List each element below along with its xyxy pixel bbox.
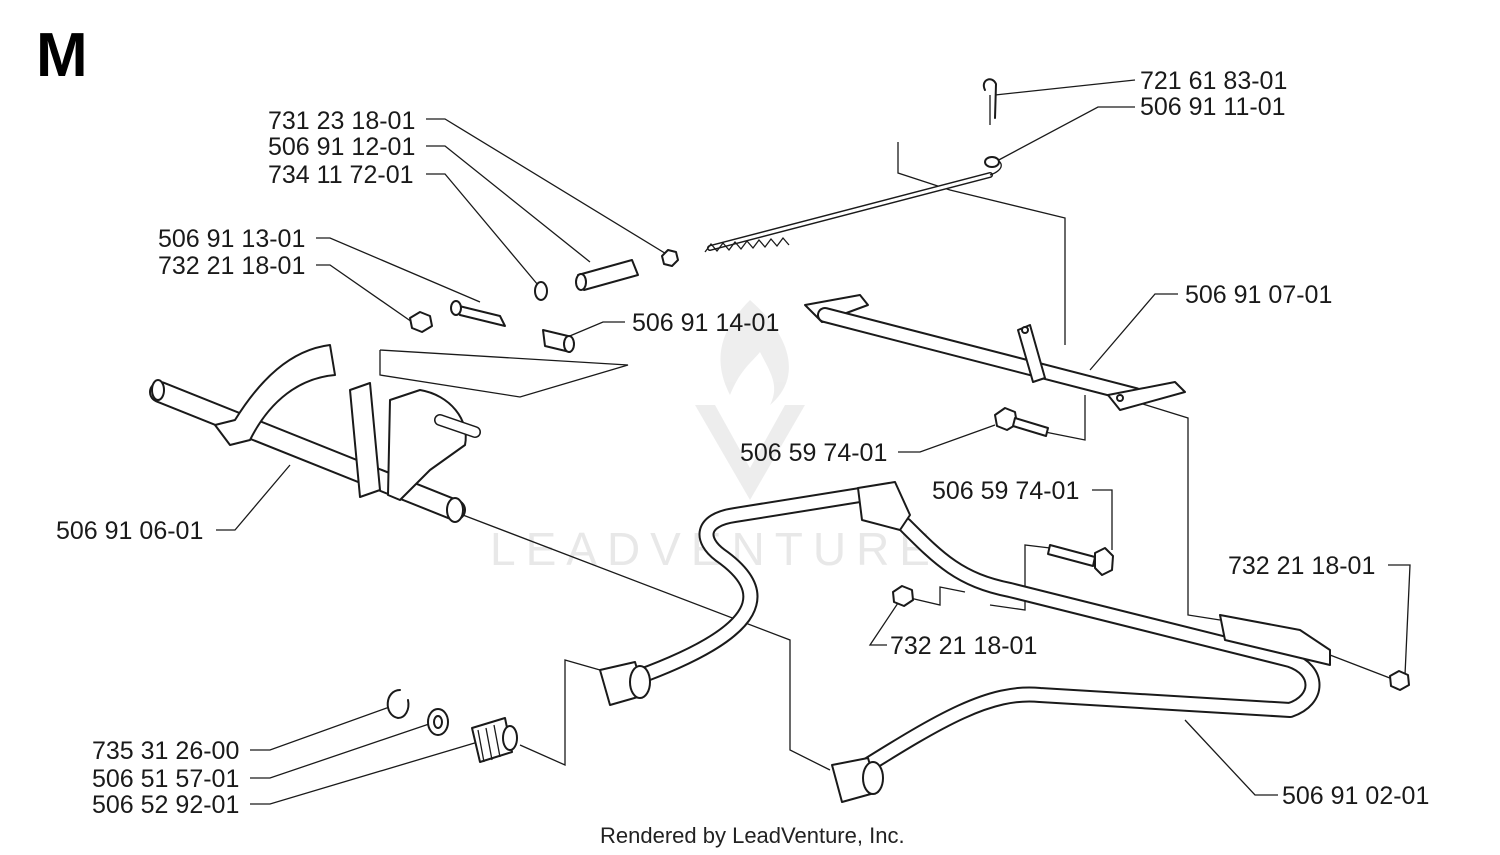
leader-506-91-11-01 [994,106,1135,163]
label-506-91-13-01: 506 91 13-01 [158,225,305,253]
lock-nut-right [1389,670,1410,691]
leader-506-52-92-01 [250,741,479,805]
label-506-52-92-01: 506 52 92-01 [92,791,239,819]
label-506-51-57-01: 506 51 57-01 [92,765,239,793]
label-506-91-12-01: 506 91 12-01 [268,133,415,161]
label-734-11-72-01: 734 11 72-01 [268,161,414,189]
watermark-v-icon [695,405,805,500]
leader-732-21-18-01-a [316,264,413,323]
leader-734-11-72-01 [426,173,539,286]
clevis-pin [450,300,506,327]
roller-left [599,661,651,706]
leader-506-91-13-01 [316,237,481,303]
assembly-line-nut-right [1329,654,1396,681]
shoulder-bolt-b [1047,544,1114,576]
leader-506-51-57-01 [250,721,436,779]
washer-large [427,708,449,736]
leader-lines [216,79,1411,805]
label-506-59-74-01-a: 506 59 74-01 [740,439,887,467]
label-506-59-74-01-b: 506 59 74-01 [932,477,1079,505]
washer-small [534,281,548,301]
leader-506-91-14-01 [564,321,625,339]
roller-right [831,757,884,803]
part-labels: 721 61 83-01 506 91 11-01 731 23 18-01 5… [56,67,1429,819]
pedal-shaft-left [149,344,481,523]
label-732-21-18-01-b: 732 21 18-01 [1228,552,1375,580]
leader-506-91-02-01 [1184,719,1278,796]
leader-506-59-74-01-a [898,424,996,453]
lock-nut-middle [892,585,914,607]
leader-506-91-06-01 [216,464,291,531]
leader-735-31-26-00 [250,704,396,751]
footer-credit: Rendered by LeadVenture, Inc. [600,823,905,848]
watermark-flame-icon [720,300,789,405]
sleeve [575,259,639,291]
spacer [542,329,575,353]
leader-731-23-18-01 [426,118,669,256]
assembly-line-nut-left [909,586,966,606]
label-721-61-83-01: 721 61 83-01 [1140,67,1287,95]
lock-nut-left [409,311,433,333]
threaded-bushing [471,717,518,763]
rod-nut [661,249,679,267]
label-506-91-07-01: 506 91 07-01 [1185,281,1332,309]
assembly-line-bushing [519,659,601,767]
assembly-line-top-rod [897,142,1066,345]
retaining-clip [386,689,410,719]
parts-drawing [149,78,1410,803]
assembly-line-axle [454,511,831,771]
leader-732-21-18-01-b [1388,564,1411,676]
label-731-23-18-01: 731 23 18-01 [268,107,415,135]
assembly-line-right-plate [1129,399,1221,621]
assembly-line-bolt-right [989,544,1051,611]
assembly-line-bolt [1044,395,1086,441]
shoulder-bolt-a [994,407,1049,437]
leader-732-21-18-01-c [868,599,901,646]
leader-506-59-74-01-b [1092,489,1113,550]
label-506-91-06-01: 506 91 06-01 [56,517,203,545]
pivot-shaft-top [804,294,1186,411]
label-732-21-18-01-c: 732 21 18-01 [890,632,1037,660]
label-735-31-26-00: 735 31 26-00 [92,737,239,765]
leader-506-91-12-01 [426,145,591,263]
label-732-21-18-01-a: 732 21 18-01 [158,252,305,280]
label-506-91-11-01: 506 91 11-01 [1140,93,1286,121]
label-506-91-14-01: 506 91 14-01 [632,309,779,337]
leader-506-91-07-01 [1089,293,1178,371]
control-rod [704,156,1002,253]
label-506-91-02-01: 506 91 02-01 [1282,782,1429,810]
main-frame [599,481,1331,803]
cotter-pin [982,78,997,125]
assembly-line-pivot [379,349,629,398]
section-letter: M [36,21,88,90]
leader-721-61-83-01 [994,79,1136,96]
